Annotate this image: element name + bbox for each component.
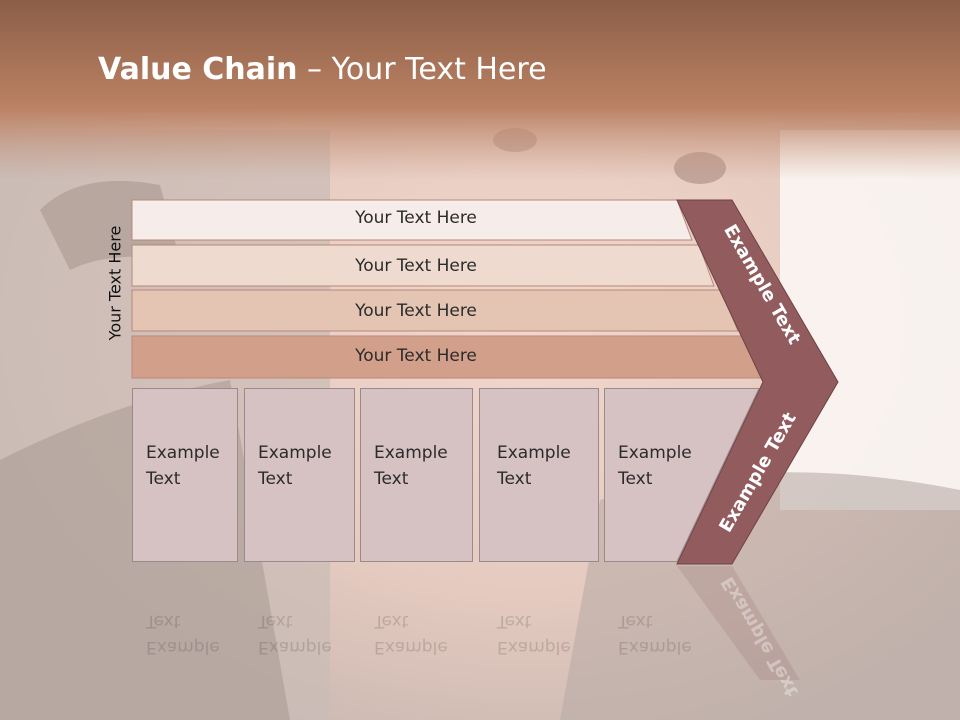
band-3-label: Your Text Here [355, 301, 477, 321]
band-1-label: Your Text Here [355, 208, 477, 228]
band-1 [131, 199, 693, 241]
reflection-4-text: Example Text [497, 611, 571, 657]
example-box-1-text: Example Text [146, 443, 220, 489]
example-box-4: Example Text [479, 388, 599, 562]
title-rest: – Your Text Here [297, 52, 547, 87]
chevron-reflection [677, 566, 800, 680]
example-box-5-text: Example Text [618, 443, 692, 489]
band-3 [131, 289, 739, 332]
reflection-1-text: Example Text [146, 611, 220, 657]
reflection-3-text: Example Text [374, 611, 448, 657]
title-bold: Value Chain [98, 52, 298, 87]
slide-title: Value Chain – Your Text Here [98, 52, 547, 87]
example-box-1-reflection: Example Text [132, 570, 238, 670]
example-box-5: Example Text [604, 388, 760, 562]
band-2 [131, 244, 715, 287]
example-box-3-text: Example Text [374, 443, 448, 489]
example-box-3: Example Text [360, 388, 473, 562]
reflection-2-text: Example Text [258, 611, 332, 657]
example-box-4-reflection: Example Text [479, 570, 599, 670]
example-box-2: Example Text [244, 388, 355, 562]
example-box-2-text: Example Text [258, 443, 332, 489]
example-box-3-reflection: Example Text [360, 570, 473, 670]
band-2-label: Your Text Here [355, 256, 477, 276]
example-box-1: Example Text [132, 388, 238, 562]
band-4-label: Your Text Here [355, 346, 477, 366]
chevron-arrow [676, 199, 839, 565]
example-box-5-reflection: Example Text [604, 570, 724, 670]
reflection-5-text: Example Text [618, 611, 692, 657]
example-box-4-text: Example Text [497, 443, 571, 489]
example-box-2-reflection: Example Text [244, 570, 355, 670]
